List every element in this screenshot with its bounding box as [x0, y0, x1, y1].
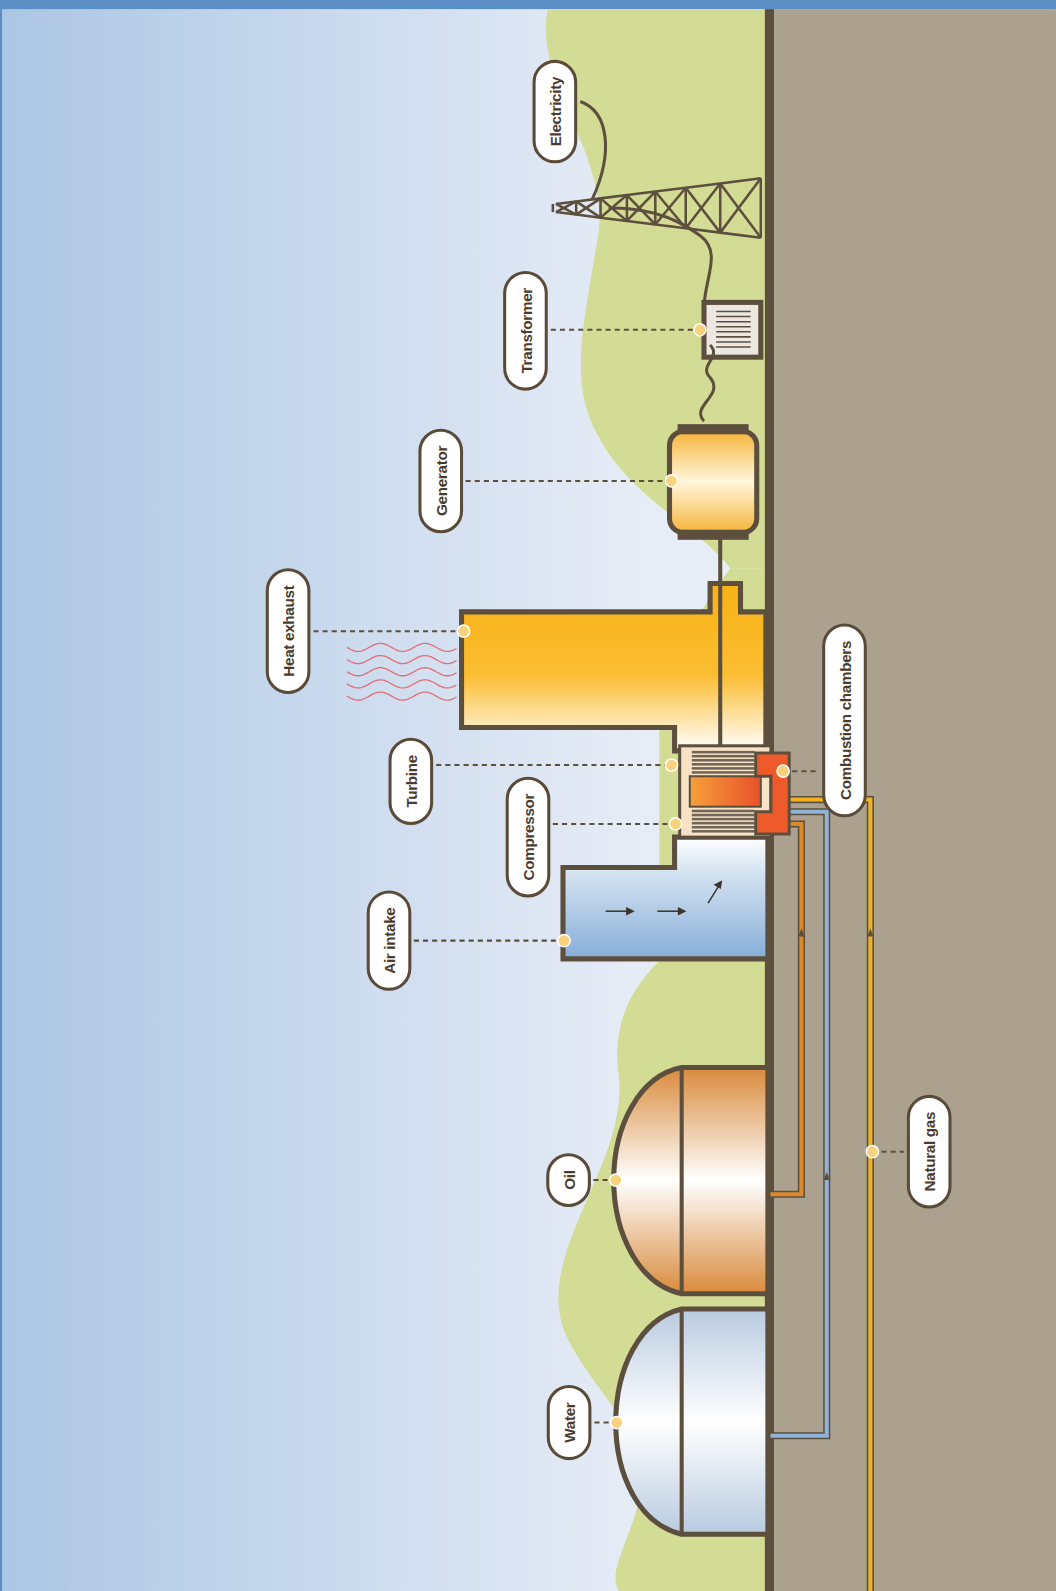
heat-wave — [347, 692, 457, 700]
pill-label: Turbine — [402, 755, 419, 808]
heat-wave — [347, 643, 457, 651]
label-pill: Water — [547, 1385, 592, 1460]
heat-wave — [347, 680, 457, 688]
label-pill: Combustion chambers — [822, 624, 867, 818]
callout-dot — [665, 475, 677, 487]
pill-label: Compressor — [519, 794, 536, 881]
label-pill: Natural gas — [907, 1095, 952, 1209]
label-pill: Generator — [418, 429, 463, 534]
pill-label: Combustion chambers — [835, 641, 852, 800]
pill-label: Natural gas — [921, 1112, 938, 1192]
pill-label: Generator — [432, 446, 449, 516]
pill-label: Heat exhaust — [279, 586, 296, 677]
label-pill: Electricity — [533, 60, 578, 163]
callout-dot — [665, 759, 677, 771]
callout-dot — [558, 935, 570, 947]
pill-label: Transformer — [517, 288, 534, 373]
callout-dot — [610, 1174, 622, 1186]
pill-label: Electricity — [546, 77, 563, 146]
callout-dot — [694, 324, 706, 336]
callout-dot — [611, 1417, 623, 1429]
heat-wave — [347, 668, 457, 676]
heat-wave — [347, 656, 457, 664]
label-pill: Heat exhaust — [266, 568, 311, 694]
label-pill: Oil — [546, 1153, 591, 1207]
label-pill: Turbine — [389, 738, 434, 825]
label-pill: Compressor — [505, 777, 550, 898]
callout-dot — [457, 625, 469, 637]
label-pill: Air intake — [366, 890, 411, 990]
callout-dot — [777, 765, 789, 777]
callout-dot — [670, 818, 682, 830]
label-pill: Transformer — [503, 271, 548, 391]
pill-label: Oil — [559, 1170, 576, 1189]
pill-label: Air intake — [380, 907, 397, 973]
pill-label: Water — [560, 1403, 577, 1443]
callout-dot — [866, 1146, 878, 1158]
